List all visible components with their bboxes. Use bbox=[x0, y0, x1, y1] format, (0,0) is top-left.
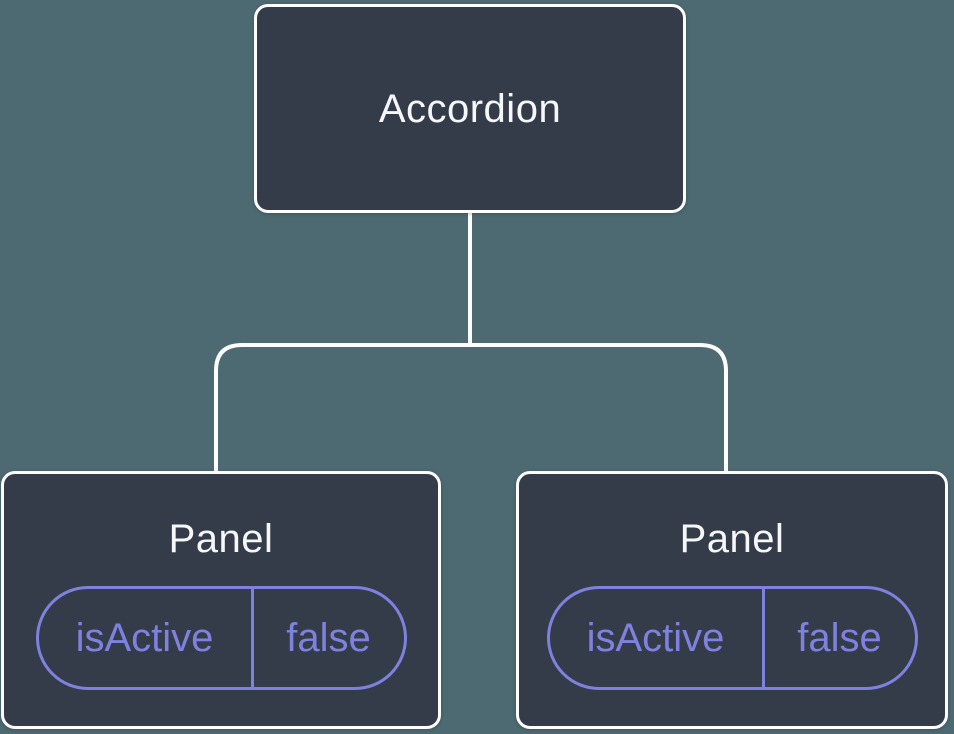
prop-pill-left: isActive false bbox=[35, 586, 407, 690]
node-panel-right-label: Panel bbox=[679, 517, 785, 561]
node-panel-left-label: Panel bbox=[168, 517, 274, 561]
prop-value-label: false bbox=[286, 615, 371, 660]
node-accordion-label: Accordion bbox=[378, 86, 562, 131]
prop-name-label: isActive bbox=[39, 589, 254, 687]
node-panel-right: Panel isActive false bbox=[516, 471, 948, 729]
prop-value-label: false bbox=[797, 615, 882, 660]
connector-branch bbox=[214, 343, 728, 472]
prop-name-label: isActive bbox=[550, 589, 765, 687]
node-accordion: Accordion bbox=[254, 4, 686, 213]
prop-pill-right: isActive false bbox=[546, 586, 918, 690]
node-panel-left: Panel isActive false bbox=[1, 471, 441, 729]
